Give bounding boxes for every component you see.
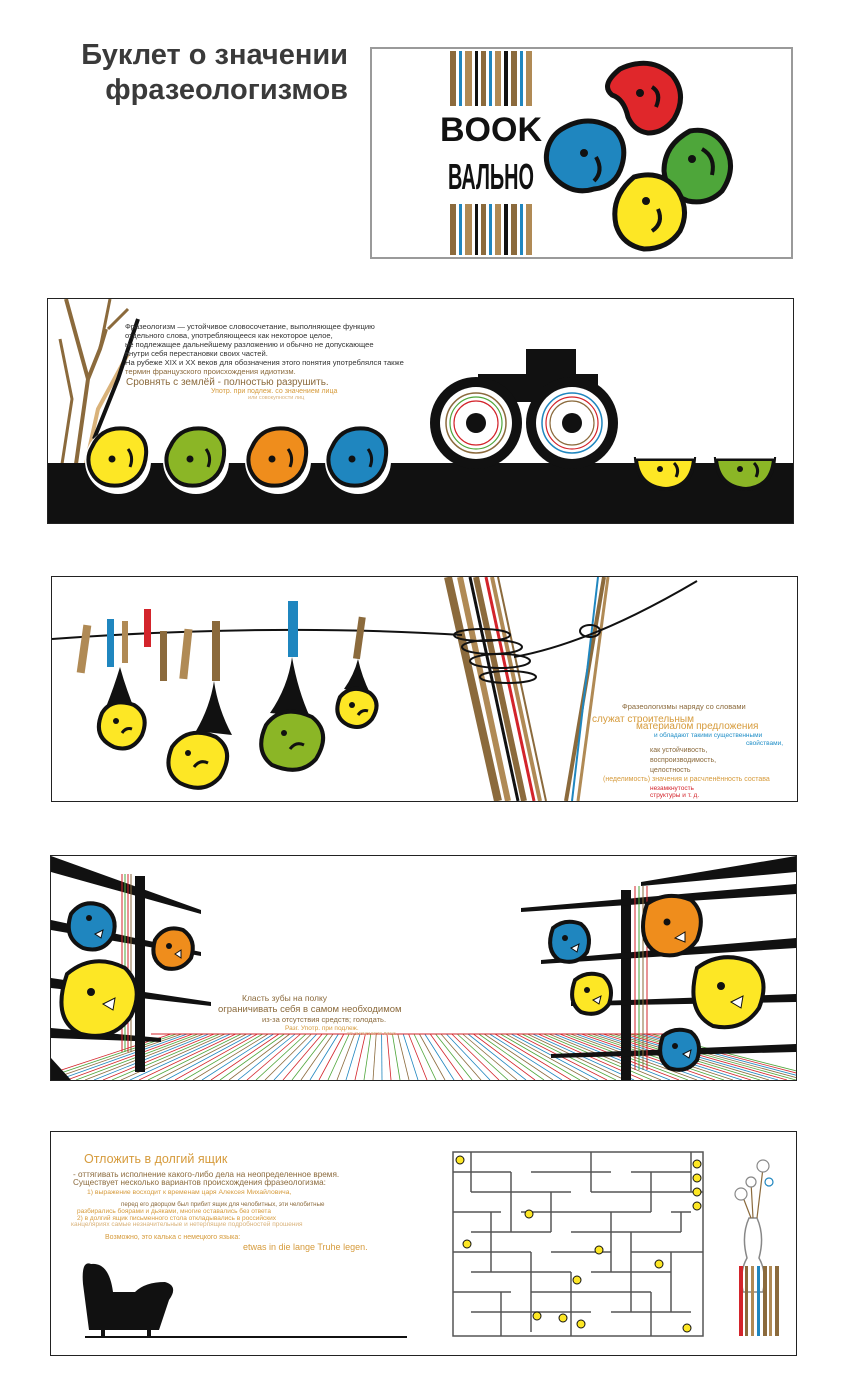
properties-line-10: незамкнутость — [650, 785, 694, 792]
properties-line-4: и обладают такими существенными — [654, 732, 763, 739]
stripes-top — [450, 51, 532, 106]
wooden-poles — [444, 577, 610, 801]
logo-bottom-text: ВАЛЬНО — [448, 156, 534, 197]
green-face-icon — [661, 127, 733, 205]
hanging-yellow-face-icon — [166, 681, 232, 790]
floor-line — [85, 1336, 407, 1338]
yellow-half-face-icon — [633, 455, 697, 492]
blue-face-icon — [548, 919, 591, 964]
orange-face-icon — [641, 893, 703, 958]
long-box-line-2: Существует несколько вариантов происхожд… — [73, 1178, 326, 1187]
definition-line-3: не подлежащее дальнейшему разложению и о… — [125, 340, 374, 349]
idiom-meaning: ограничивать себя в самом необходимом — [218, 1004, 402, 1015]
definition-line-2: отдельного слова, употребляющееся как не… — [125, 331, 333, 340]
yellow-face-icon — [691, 955, 766, 1030]
panel-definition: Фразеологизм — устойчивое словосочетание… — [47, 298, 794, 524]
drawer-stripes — [739, 1266, 779, 1336]
clothesline-right — [513, 580, 698, 658]
idiom-usage-2: со значением лица — [347, 1031, 396, 1037]
long-box-line-6: 2) в долгий ящик письменного стола откла… — [77, 1215, 276, 1222]
long-box-line-8: Возможно, это калька с немецкого языка: — [105, 1234, 241, 1241]
rope-knots — [453, 624, 601, 684]
blue-face-icon — [543, 118, 627, 194]
definition-line-1: Фразеологизм — устойчивое словосочетание… — [125, 322, 375, 331]
green-half-face-icon — [713, 455, 777, 492]
properties-line-5: свойствами, — [746, 740, 784, 747]
long-box-line-4: перед его дворцом был прибит ящик для че… — [121, 1201, 325, 1208]
definition-line-6: термин французского происхождения идиоти… — [125, 367, 296, 376]
properties-line-8: целостность — [650, 767, 691, 774]
yellow-face-icon — [85, 426, 151, 494]
properties-line-2: служат строительным — [592, 714, 694, 725]
properties-line-11: структуры и т. д. — [650, 792, 700, 799]
binoculars-icon — [430, 349, 618, 469]
definition-line-4: внутри себя перестановки своих частей. — [125, 349, 268, 358]
hanging-green-face-icon — [259, 657, 325, 772]
blue-face-icon — [66, 901, 117, 952]
long-box-heading: Отложить в долгий ящик — [84, 1152, 228, 1166]
definition-line-5: На рубеже XIX и XX веков для обозначения… — [125, 358, 404, 367]
striped-floor — [51, 1033, 796, 1080]
usage-note-2: или совокупности лиц — [248, 395, 305, 401]
orange-face-icon — [245, 426, 311, 494]
orange-face-icon — [151, 926, 195, 971]
long-box-line-5: разбирались боярами и дьяками, многие ос… — [77, 1208, 271, 1215]
long-box-line-3: 1) выражение восходит к временам царя Ал… — [87, 1189, 292, 1196]
maze — [452, 1151, 704, 1337]
panel-long-box: Отложить в долгий ящик - оттягивать испо… — [50, 1131, 797, 1356]
blue-face-icon — [658, 1027, 701, 1072]
hanging-yellow-face-icon — [335, 659, 379, 729]
page-title: Буклет о значении фразеологизмов — [0, 38, 348, 108]
clothes-pegs — [76, 601, 366, 681]
idiom-title: Класть зубы на полку — [242, 993, 328, 1003]
yellow-face-icon — [59, 959, 139, 1038]
properties-line-3: материалом предложения — [636, 721, 759, 732]
red-face-icon — [605, 60, 683, 136]
title-line-2: фразеологизмов — [105, 74, 348, 106]
properties-line-6: как устойчивость, — [650, 747, 708, 754]
tree-branches — [58, 299, 140, 465]
idiom-meaning-2: из-за отсутствия средств; голодать. — [262, 1015, 387, 1024]
hanging-yellow-face-icon — [97, 667, 147, 751]
properties-line-9: (неделимость) значения и расчленённость … — [603, 776, 770, 783]
properties-line-7: воспроизводимость, — [650, 757, 717, 764]
green-face-icon — [163, 426, 229, 494]
panel-properties: Фразеологизмы наряду со словами служат с… — [51, 576, 798, 802]
armchair-icon — [82, 1263, 174, 1338]
logo-top-text: BOOK — [440, 111, 542, 149]
usage-note: Употр. при подлеж. со значением лица — [211, 388, 338, 395]
long-box-line-1: - оттягивать исполнение какого-либо дела… — [73, 1170, 340, 1179]
stripes-bottom — [450, 204, 532, 255]
long-box-line-7: канцеляриях самые незначительные и нетер… — [71, 1221, 303, 1228]
properties-line-1: Фразеологизмы наряду со словами — [622, 702, 746, 711]
idiom-usage: Разг. Употр. при подлеж. — [285, 1025, 359, 1032]
example-phrase: Сровнять с землёй - полностью разрушить. — [126, 377, 329, 388]
title-line-1: Буклет о значении — [81, 39, 348, 71]
cover-panel: BOOK ВАЛЬНО — [370, 47, 793, 259]
yellow-face-icon — [612, 172, 687, 252]
yellow-face-icon — [570, 971, 613, 1016]
long-box-line-9: etwas in die lange Truhe legen. — [243, 1242, 368, 1252]
panel-shelf-idiom: Класть зубы на полку ограничивать себя в… — [50, 855, 797, 1081]
blue-face-icon — [325, 426, 391, 494]
